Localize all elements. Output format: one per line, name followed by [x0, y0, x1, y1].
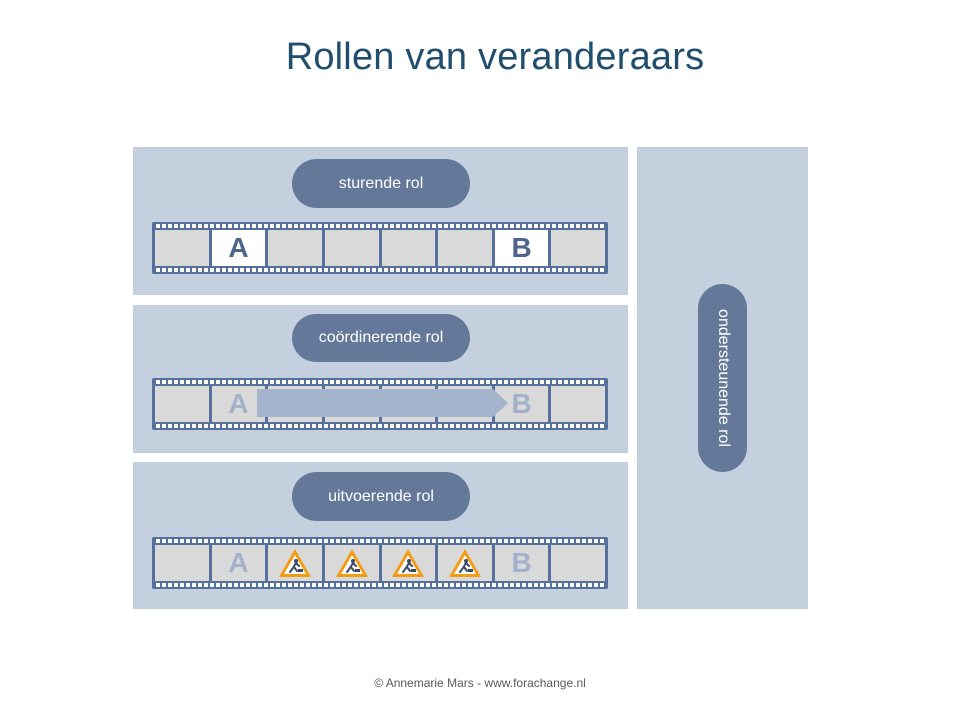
- role-label: coördinerende rol: [318, 329, 444, 346]
- film-frame-work: [381, 545, 436, 581]
- film-strip-uitvoerende: A: [152, 537, 608, 589]
- copyright-footer: © Annemarie Mars - www.forachange.nl: [374, 676, 586, 690]
- film-frame-start: A: [211, 230, 266, 266]
- film-perforation: [156, 224, 604, 228]
- film-frame: [551, 386, 605, 422]
- film-frame: [155, 230, 209, 266]
- film-perforation: [156, 268, 604, 272]
- film-frame: [268, 230, 322, 266]
- construction-warning-icon: [279, 549, 312, 577]
- film-frame: [381, 230, 436, 266]
- end-letter: B: [511, 232, 532, 263]
- end-letter: B: [511, 547, 532, 578]
- film-frame: [438, 230, 492, 266]
- film-frame-end: B: [494, 230, 549, 266]
- end-letter: B: [511, 388, 532, 419]
- construction-warning-icon: [392, 549, 425, 577]
- film-frame: [551, 230, 605, 266]
- film-frame: [551, 545, 605, 581]
- film-frame: [155, 386, 209, 422]
- film-frame-work: [324, 545, 379, 581]
- film-frame-end: B: [494, 545, 549, 581]
- start-letter: A: [228, 388, 249, 419]
- progress-arrow-icon: [257, 389, 508, 417]
- role-label: ondersteunende rol: [714, 309, 732, 447]
- construction-warning-icon: [448, 549, 481, 577]
- role-label: uitvoerende rol: [328, 487, 434, 505]
- film-perforation: [156, 583, 604, 587]
- film-frame: [324, 230, 379, 266]
- film-perforation: [156, 380, 604, 384]
- film-frame-work: [268, 545, 322, 581]
- film-strip-sturende: A B: [152, 222, 608, 274]
- film-frame: [155, 545, 209, 581]
- film-frame-work: [438, 545, 492, 581]
- film-frame-end: B: [494, 386, 549, 422]
- film-perforation: [156, 539, 604, 543]
- construction-warning-icon: [335, 549, 368, 577]
- film-perforation: [156, 424, 604, 428]
- role-pill-uitvoerende: uitvoerende rol: [292, 472, 470, 521]
- page-title: Rollen van veranderaars: [285, 36, 705, 78]
- role-label: sturende rol: [338, 174, 424, 192]
- role-pill-ondersteunende: ondersteunende rol: [698, 284, 747, 472]
- role-pill-coordinerende: coördinerende rol: [292, 314, 470, 362]
- start-letter: A: [228, 547, 249, 578]
- film-frame-start: A: [211, 386, 266, 422]
- film-frame-start: A: [211, 545, 266, 581]
- role-pill-sturende: sturende rol: [292, 159, 470, 208]
- start-letter: A: [228, 232, 249, 263]
